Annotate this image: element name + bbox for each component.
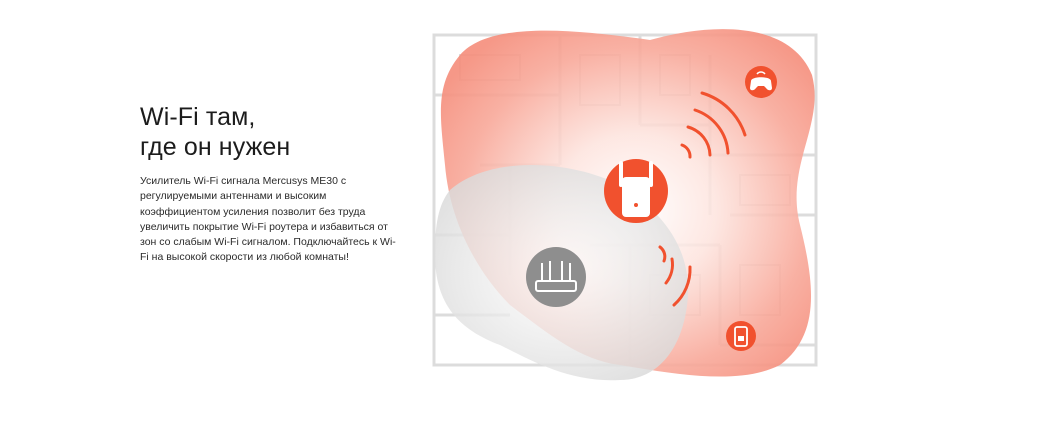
coverage-illustration-svg [432,29,818,381]
signal-waves-upper [680,91,747,159]
phone-icon [726,321,756,351]
headline-line-2: где он нужен [140,133,291,161]
headline-line-1: Wi-Fi там, [140,103,256,131]
gamepad-icon [745,66,777,98]
router-icon [526,247,586,307]
extender-icon [604,159,668,223]
promo-headline: Wi-Fi там, где он нужен [140,102,402,162]
promo-description: Усилитель Wi-Fi сигнала Mercusys ME30 с … [140,175,396,264]
promo-text-block: Wi-Fi там, где он нужен Усилитель Wi-Fi … [140,102,402,266]
signal-waves-lower [658,245,692,307]
coverage-illustration [420,15,840,395]
